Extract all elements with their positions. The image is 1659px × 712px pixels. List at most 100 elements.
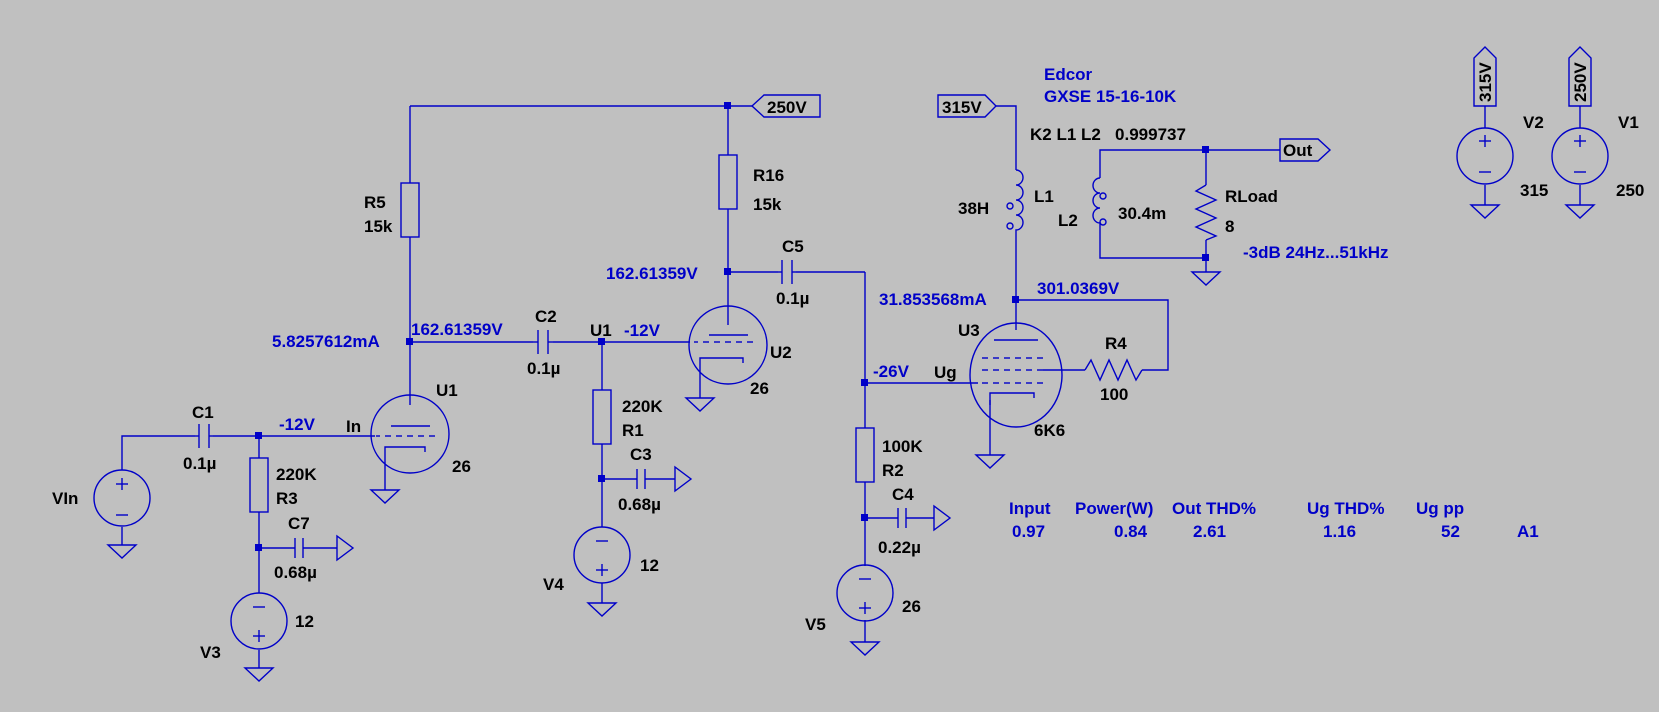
ground-rload [1190, 271, 1222, 286]
l1-name: L1 [1034, 187, 1054, 206]
c1-name: C1 [192, 403, 214, 422]
net-flag-250v[interactable]: 250V [750, 94, 821, 118]
v2-value: 315 [1520, 181, 1548, 200]
ground-v2 [1469, 204, 1501, 219]
ground-u3 [974, 454, 1006, 469]
resistor-r5[interactable]: R5 15k [364, 182, 420, 238]
r5-name: R5 [364, 193, 386, 212]
c4-name: C4 [892, 485, 914, 504]
ground-v4 [586, 602, 618, 617]
resistor-r3[interactable]: 220K R3 [249, 457, 317, 513]
source-v2[interactable]: V2 315 [1456, 113, 1548, 200]
capacitor-c2[interactable]: C2 0.1µ [527, 307, 560, 378]
results-header-power: Power(W) [1075, 499, 1153, 518]
net-label-u1: U1 [590, 321, 612, 340]
transformer-model: GXSE 15-16-10K [1044, 87, 1177, 106]
r4-value: 100 [1100, 385, 1128, 404]
u3-value: 6K6 [1034, 421, 1065, 440]
net-flag-v2-label: 315V [1476, 62, 1495, 102]
resistor-r1[interactable]: 220K R1 [592, 389, 663, 445]
net-flag-v1-top[interactable]: 250V [1568, 46, 1592, 107]
resistor-r2[interactable]: 100K R2 [855, 427, 923, 483]
resistor-rload[interactable]: RLoad 8 [1194, 184, 1278, 241]
r1-name: R1 [622, 421, 644, 440]
l1-value: 38H [958, 199, 989, 218]
u3-grid-bias: -26V [873, 362, 910, 381]
capacitor-c4[interactable]: C4 0.22µ [878, 485, 952, 557]
source-v4[interactable]: V4 12 [543, 526, 659, 594]
ground-u2 [684, 397, 716, 412]
l2-value: 30.4m [1118, 204, 1166, 223]
r3-name: R3 [276, 489, 298, 508]
net-label-ug: Ug [934, 363, 957, 382]
rload-name: RLoad [1225, 187, 1278, 206]
transformer-coupling: K2 L1 L2 0.999737 [1030, 125, 1186, 144]
ground-symbols [106, 204, 1596, 682]
source-v3[interactable]: V3 12 [200, 592, 314, 662]
inductor-l1[interactable]: 38H L1 [958, 169, 1054, 240]
vin-name: VIn [52, 489, 78, 508]
source-v5[interactable]: V5 26 [805, 564, 921, 634]
ground-v3 [243, 667, 275, 682]
results-table: Input Power(W) Out THD% Ug THD% Ug pp 0.… [1009, 499, 1539, 541]
u2-grid-bias: -12V [624, 321, 661, 340]
c3-value: 0.68µ [618, 495, 661, 514]
c2-value: 0.1µ [527, 359, 560, 378]
ground-u1 [369, 489, 401, 504]
net-flag-v2-top[interactable]: 315V [1473, 46, 1497, 107]
results-header-ug-pp: Ug pp [1416, 499, 1464, 518]
u1-current-annotation: 5.8257612mA [272, 332, 380, 351]
c1-value: 0.1µ [183, 454, 216, 473]
tube-u2[interactable]: U2 26 [688, 305, 792, 398]
v3-value: 12 [295, 612, 314, 631]
c4-value: 0.22µ [878, 538, 921, 557]
net-flag-out[interactable]: Out [1279, 138, 1332, 162]
resistor-r16[interactable]: R16 15k [718, 154, 784, 214]
v5-value: 26 [902, 597, 921, 616]
u2-name: U2 [770, 343, 792, 362]
v5-name: V5 [805, 615, 826, 634]
v4-name: V4 [543, 575, 564, 594]
capacitor-c1[interactable]: C1 0.1µ [183, 403, 216, 473]
source-v1[interactable]: V1 250 [1551, 113, 1644, 200]
inductor-l2[interactable]: L2 30.4m [1058, 177, 1166, 232]
results-header-ug-thd: Ug THD% [1307, 499, 1384, 518]
capacitor-c7[interactable]: C7 0.68µ [274, 514, 355, 582]
capacitor-c3[interactable]: C3 0.68µ [618, 445, 693, 514]
tube-u1[interactable]: U1 26 [370, 381, 471, 476]
v2-name: V2 [1523, 113, 1544, 132]
c7-name: C7 [288, 514, 310, 533]
rload-value: 8 [1225, 217, 1234, 236]
r5-value: 15k [364, 217, 393, 236]
tube-u3[interactable]: U3 6K6 [958, 321, 1068, 440]
results-value-input: 0.97 [1012, 522, 1045, 541]
c3-name: C3 [630, 445, 652, 464]
resistor-r4[interactable]: R4 100 [1084, 334, 1143, 404]
wires [121, 105, 1581, 668]
results-value-power: 0.84 [1114, 522, 1148, 541]
results-header-input: Input [1009, 499, 1051, 518]
capacitor-c5[interactable]: C5 0.1µ [776, 237, 809, 308]
results-value-out-thd: 2.61 [1193, 522, 1226, 541]
v1-value: 250 [1616, 181, 1644, 200]
u1-value: 26 [452, 457, 471, 476]
v3-name: V3 [200, 643, 221, 662]
net-flag-315v[interactable]: 315V [937, 94, 997, 118]
net-label-in: In [346, 417, 361, 436]
net-flag-v1-label: 250V [1571, 62, 1590, 102]
net-flag-out-label: Out [1283, 141, 1313, 160]
u3-current-annotation: 31.853568mA [879, 290, 987, 309]
ground-v5 [849, 641, 881, 656]
u3-name: U3 [958, 321, 980, 340]
junctions [255, 102, 1209, 551]
u3-screen-voltage: 301.0369V [1037, 279, 1120, 298]
net-flag-315v-label: 315V [942, 98, 982, 117]
u1-name: U1 [436, 381, 458, 400]
l2-name: L2 [1058, 211, 1078, 230]
source-vin[interactable]: VIn [52, 469, 151, 527]
c5-value: 0.1µ [776, 289, 809, 308]
r3-value: 220K [276, 465, 317, 484]
v1-name: V1 [1618, 113, 1639, 132]
c2-name: C2 [535, 307, 557, 326]
